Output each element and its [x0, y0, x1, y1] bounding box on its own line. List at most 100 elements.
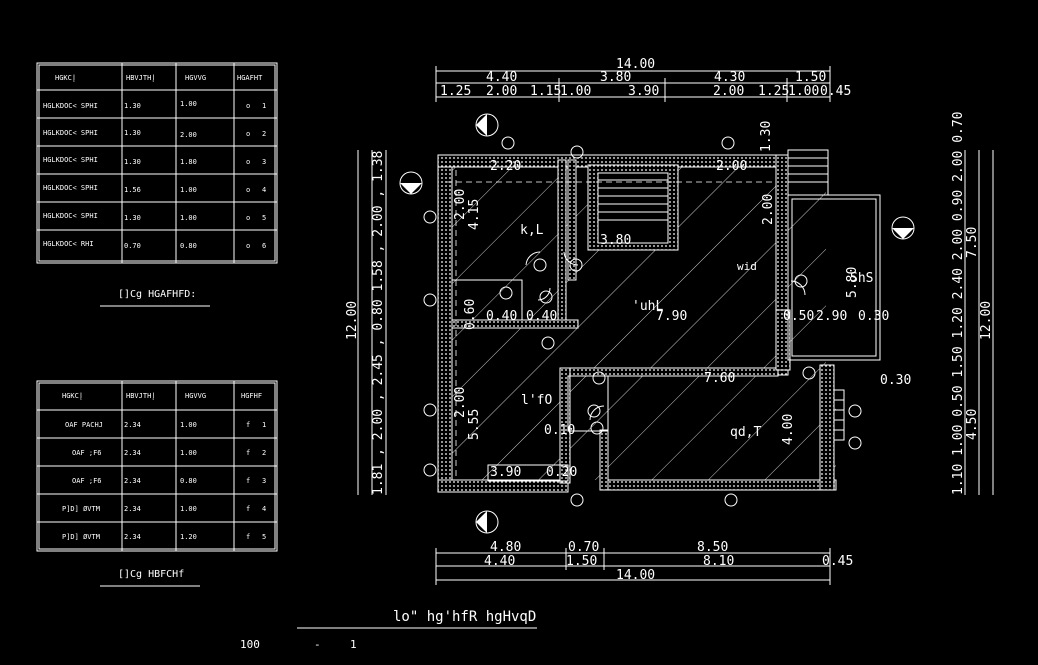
- ws-row-type: HGLKDOC< SPHI: [43, 156, 98, 164]
- ds-header-type: HGKCإ: [62, 392, 83, 400]
- bottom-dimension-chains: 4.80 0.70 8.50 4.40 1.50 8.10 0.45 14.00: [435, 540, 853, 585]
- section-marker-left: [399, 171, 423, 195]
- ds-row-mark: f: [246, 477, 250, 485]
- ws-row-number: 3: [262, 158, 266, 166]
- bottom-overall-dim: 14.00: [616, 568, 655, 583]
- right-sub2-dim: 4.50: [965, 409, 980, 440]
- left-segment-dims: 1.81 , 2.00 , 2.45 , 0.80 1.58 , 2.00 , …: [371, 151, 386, 495]
- ws-row-width: 0.80: [180, 242, 197, 250]
- bottom-dim: 0.45: [822, 554, 853, 569]
- right-dimension-chains: 1.10 1.00 0.50 1.50 1.20 2.40 2.00 0.90 …: [951, 111, 994, 495]
- ds-row-mark: f: [246, 449, 250, 457]
- interior-dim: 5.55: [467, 409, 482, 440]
- ws-row-type: HGLKDOC< SPHI: [43, 102, 98, 110]
- scale-sep: -: [314, 638, 321, 651]
- ds-row-height: 2.34: [124, 449, 141, 457]
- section-marker-right: [891, 216, 915, 240]
- interior-dim: 0.30: [880, 373, 911, 388]
- ws-row-mark: o: [246, 130, 250, 138]
- ws-row-number: 4: [262, 186, 266, 194]
- bottom-dim: 8.10: [703, 554, 734, 569]
- ds-row-width: 1.00: [180, 505, 197, 513]
- interior-dim: 7.90: [656, 309, 687, 324]
- ds-row-height: 2.34: [124, 505, 141, 513]
- ws-row-height: 1.30: [124, 214, 141, 222]
- right-sub-dim: 7.50: [965, 227, 980, 258]
- ws-caption: []Cg HGAFHFD:: [118, 289, 196, 300]
- room-label-qd: qd,T: [730, 425, 761, 440]
- interior-dim: 0.40: [486, 309, 517, 324]
- ds-row-type: P]D] ØVTM: [62, 533, 100, 541]
- window-schedule-table: [36, 62, 278, 264]
- ds-row-width: 1.00: [180, 449, 197, 457]
- interior-dim: 3.80: [600, 233, 631, 248]
- ws-row-width: 1.00: [180, 214, 197, 222]
- ws-row-type: HGLKDOC< SPHI: [43, 184, 98, 192]
- ds-row-mark: f: [246, 421, 250, 429]
- ws-row-width: 1.80: [180, 158, 197, 166]
- room-label-wid: wid: [737, 260, 757, 273]
- interior-dim: 5.80: [845, 267, 860, 298]
- ws-row-height: 1.30: [124, 102, 141, 110]
- ds-row-mark: f: [246, 505, 250, 513]
- interior-dim: 4.00: [781, 414, 796, 445]
- ds-row-type: P]D] ØVTM: [62, 505, 100, 513]
- top-dim: 3.80: [600, 70, 631, 85]
- interior-dim: 0.40: [526, 309, 557, 324]
- door-schedule-text: HGKCإ HBVJTHإ HGVVG HGFHF OAF PACHJ 2.34…: [62, 392, 266, 587]
- top-overall-dim: 14.00: [616, 57, 655, 72]
- ds-row-number: 5: [262, 533, 266, 541]
- ds-row-type: OAF ;F6: [72, 477, 102, 485]
- ws-header-height: HBVJTHإ: [126, 74, 156, 82]
- ws-row-type: HGLKDOC< SPHI: [43, 212, 98, 220]
- interior-dim: 0.20: [546, 465, 577, 480]
- ws-row-number: 2: [262, 130, 266, 138]
- interior-dim: 1.30: [759, 121, 774, 152]
- interior-dim: 2.00: [716, 159, 747, 174]
- ds-header-number: HGFHF: [241, 392, 262, 400]
- bottom-dim: 8.50: [697, 540, 728, 555]
- top-dim: 4.30: [714, 70, 745, 85]
- interior-dim: 2.90: [816, 309, 847, 324]
- ds-row-height: 2.34: [124, 533, 141, 541]
- ds-row-number: 2: [262, 449, 266, 457]
- floor-plan: [437, 149, 881, 493]
- ds-row-width: 1.20: [180, 533, 197, 541]
- ws-row-type: HGLKDOC< SPHI: [43, 129, 98, 137]
- section-marker-top: [475, 113, 499, 137]
- ws-row-width: 1.00: [180, 186, 197, 194]
- interior-dim: 0.30: [858, 309, 889, 324]
- interior-dim: 3.90: [490, 465, 521, 480]
- right-overall-dim: 12.00: [979, 301, 994, 340]
- ws-row-mark: o: [246, 102, 250, 110]
- top-dim: 2.00: [713, 84, 744, 99]
- section-marker-bottom: [475, 510, 499, 534]
- top-dimension-chains: 14.00 4.40 3.80 4.30 1.50 1.25 2.00 1.15…: [435, 57, 851, 102]
- ws-row-height: 1.56: [124, 186, 141, 194]
- ws-row-mark: o: [246, 242, 250, 250]
- ds-header-height: HBVJTHإ: [126, 392, 156, 400]
- ws-row-number: 1: [262, 102, 266, 110]
- interior-dim: 7.60: [704, 371, 735, 386]
- top-dim: 3.90: [628, 84, 659, 99]
- ws-row-height: 0.70: [124, 242, 141, 250]
- room-label-shs: ShS: [850, 271, 873, 286]
- interior-dim: 2.00: [453, 387, 468, 418]
- ws-row-width: 2.00: [180, 131, 197, 139]
- ws-row-height: 1.30: [124, 158, 141, 166]
- interior-dim: 0.60: [463, 299, 478, 330]
- interior-dim: 2.20: [490, 159, 521, 174]
- ds-row-number: 1: [262, 421, 266, 429]
- ws-row-mark: o: [246, 186, 250, 194]
- scale-a: 1: [350, 638, 357, 651]
- top-dim: 1.25: [758, 84, 789, 99]
- ws-row-type: HGLKDOC< RHI: [43, 240, 94, 248]
- left-dimension-chains: 12.00 1.81 , 2.00 , 2.45 , 0.80 1.58 , 2…: [345, 150, 387, 495]
- ds-row-type: OAF ;F6: [72, 449, 102, 457]
- ds-row-mark: f: [246, 533, 250, 541]
- interior-dim: 0.10: [544, 423, 575, 438]
- top-dim: 0.45: [820, 84, 851, 99]
- ds-row-height: 2.34: [124, 477, 141, 485]
- ds-row-type: OAF PACHJ: [65, 421, 103, 429]
